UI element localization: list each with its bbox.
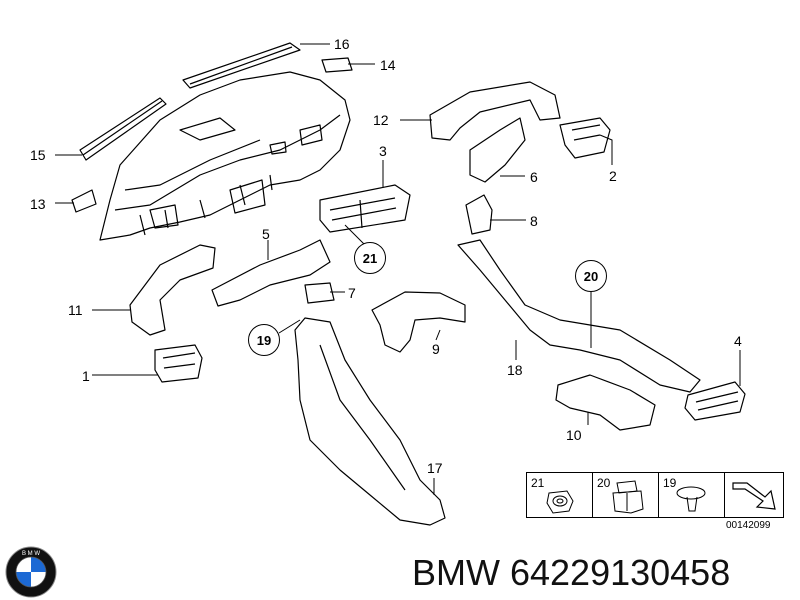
duct-part-10: [555, 374, 656, 431]
defroster-vent-part-16: [182, 42, 301, 89]
air-duct-part-5: [211, 239, 331, 307]
legend-number-19: 19: [663, 476, 677, 490]
callout-6: 6: [530, 169, 538, 185]
dashboard-part: [99, 71, 351, 241]
circled-callout-19: 19: [248, 324, 280, 356]
callout-7: 7: [348, 285, 356, 301]
vent-part-1: [154, 344, 203, 383]
callout-13: 13: [30, 196, 46, 212]
legend-number-21: 21: [531, 476, 545, 490]
circled-callout-20: 20: [575, 260, 607, 292]
air-duct-part-9: [371, 291, 466, 353]
side-defroster-part-15: [79, 97, 167, 161]
center-vent-part-3: [319, 184, 411, 233]
callout-18: 18: [507, 362, 523, 378]
callout-15: 15: [30, 147, 46, 163]
callout-9: 9: [432, 341, 440, 357]
legend-cell-21: 21: [527, 473, 593, 517]
fastener-legend: 21 20 19: [526, 472, 784, 518]
side-duct-part-11: [129, 244, 216, 336]
duct-part-8: [465, 194, 493, 235]
clip-nut-icon: [612, 480, 644, 514]
grille-part-14: [321, 57, 353, 73]
diagram-reference-code: 00142099: [726, 520, 771, 531]
floor-duct-part-17: [294, 317, 446, 526]
callout-16: 16: [334, 36, 350, 52]
legend-number-20: 20: [597, 476, 611, 490]
circled-callout-21: 21: [354, 242, 386, 274]
svg-text:B M W: B M W: [22, 551, 40, 557]
vent-part-4: [684, 381, 746, 421]
legend-cell-20: 20: [593, 473, 659, 517]
nozzle-part-7: [304, 282, 335, 304]
legend-cell-19: 19: [659, 473, 725, 517]
callout-14: 14: [380, 57, 396, 73]
callout-3: 3: [379, 143, 387, 159]
callout-8: 8: [530, 213, 538, 229]
vent-part-2: [559, 117, 611, 159]
bmw-roundel-icon: B M W: [5, 546, 57, 598]
callout-4: 4: [734, 333, 742, 349]
rear-duct-part-18: [457, 239, 701, 393]
part-number-title: BMW 64229130458: [412, 552, 731, 593]
push-clip-icon: [676, 486, 706, 512]
air-duct-part-6: [469, 117, 526, 183]
air-duct-part-12: [429, 81, 561, 141]
callout-10: 10: [566, 427, 582, 443]
callout-1: 1: [82, 368, 90, 384]
callout-11: 11: [68, 302, 83, 318]
callout-2: 2: [609, 168, 617, 184]
grille-part-13: [71, 189, 97, 213]
legend-cell-arrow: [725, 473, 783, 517]
arrow-icon: [732, 482, 776, 510]
nut-icon: [546, 490, 574, 514]
callout-17: 17: [427, 460, 443, 476]
callout-12: 12: [373, 112, 389, 128]
callout-5: 5: [262, 226, 270, 242]
